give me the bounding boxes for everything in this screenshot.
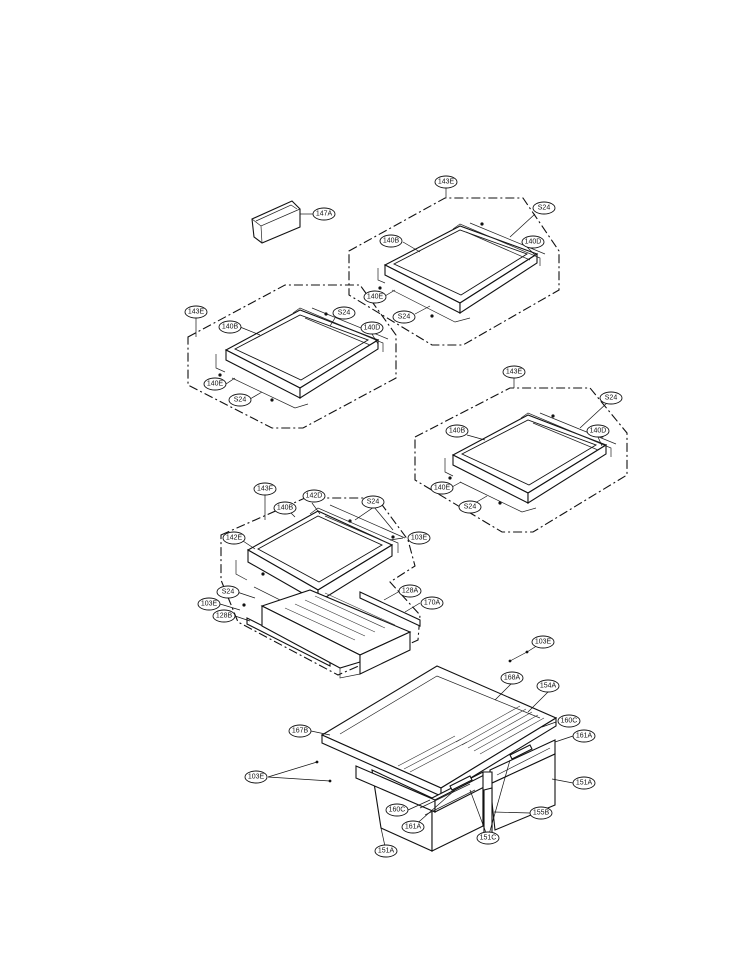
svg-text:140E: 140E: [207, 381, 224, 388]
svg-text:154A: 154A: [540, 683, 557, 690]
drawer-assembly: [267, 641, 574, 852]
svg-text:128B: 128B: [216, 613, 233, 620]
callout-S24-top-2: S24: [392, 310, 416, 324]
callout-S24-middle-2: S24: [216, 585, 240, 599]
callout-140D-left: 140D: [360, 321, 384, 335]
callout-140B-top: 140B: [379, 234, 403, 248]
svg-text:S24: S24: [398, 314, 411, 321]
callout-128A: 128A: [398, 584, 422, 598]
svg-text:S24: S24: [464, 504, 477, 511]
callout-167B: 167B: [288, 724, 312, 738]
callout-S24-top-1: S24: [532, 201, 556, 215]
svg-text:140E: 140E: [367, 294, 384, 301]
callout-140B-right: 140B: [445, 424, 469, 438]
callout-142E: 142E: [222, 531, 246, 545]
svg-text:170A: 170A: [424, 600, 441, 607]
callout-151C: 151C: [476, 831, 500, 845]
callout-143F: 143F: [253, 482, 277, 496]
svg-text:140B: 140B: [222, 324, 239, 331]
svg-text:S24: S24: [338, 310, 351, 317]
callout-160C-2: 160C: [385, 803, 409, 817]
callout-161A-2: 161A: [401, 820, 425, 834]
svg-text:140E: 140E: [434, 485, 451, 492]
shelf-group-top: [348, 188, 560, 346]
callout-142D: 142D: [302, 489, 326, 503]
svg-text:S24: S24: [367, 499, 380, 506]
svg-text:103E: 103E: [201, 601, 218, 608]
svg-text:147A: 147A: [316, 211, 333, 218]
svg-text:168A: 168A: [504, 675, 521, 682]
svg-text:140D: 140D: [590, 428, 607, 435]
svg-text:140D: 140D: [525, 239, 542, 246]
callout-S24-right-1: S24: [599, 391, 623, 405]
callout-140E-top: 140E: [363, 290, 387, 304]
svg-text:143E: 143E: [188, 309, 205, 316]
svg-text:167B: 167B: [292, 728, 309, 735]
callout-140D-top: 140D: [521, 235, 545, 249]
callout-S24-right-2: S24: [458, 500, 482, 514]
svg-text:161A: 161A: [405, 824, 422, 831]
svg-text:S24: S24: [234, 397, 247, 404]
callout-151A-2: 151A: [374, 844, 398, 858]
svg-text:103E: 103E: [248, 774, 265, 781]
svg-text:103E: 103E: [535, 639, 552, 646]
svg-text:142E: 142E: [226, 535, 243, 542]
svg-text:128A: 128A: [402, 588, 419, 595]
shelf-group-middle: [219, 495, 421, 679]
callout-S24-left-1: S24: [332, 306, 356, 320]
svg-text:S24: S24: [538, 205, 551, 212]
callout-140E-left: 140E: [203, 377, 227, 391]
callout-160C-1: 160C: [557, 714, 581, 728]
callout-140E-right: 140E: [430, 481, 454, 495]
callout-143E-right: 143E: [502, 365, 526, 379]
svg-text:161A: 161A: [576, 733, 593, 740]
shelf-group-left: [187, 284, 397, 429]
svg-text:151A: 151A: [378, 848, 395, 855]
svg-text:140B: 140B: [383, 238, 400, 245]
callout-103E-bottom-1: 103E: [531, 635, 555, 649]
callout-170A: 170A: [420, 596, 444, 610]
callout-103E-middle-2: 103E: [197, 597, 221, 611]
svg-text:143E: 143E: [438, 179, 455, 186]
svg-text:160C: 160C: [389, 807, 406, 814]
svg-text:142D: 142D: [306, 493, 323, 500]
svg-text:151A: 151A: [576, 780, 593, 787]
callout-154A: 154A: [536, 679, 560, 693]
callout-140D-right: 140D: [586, 424, 610, 438]
svg-text:140D: 140D: [364, 325, 381, 332]
svg-text:143E: 143E: [506, 369, 523, 376]
callout-147A: 147A: [312, 207, 336, 221]
svg-text:140B: 140B: [449, 428, 466, 435]
callout-S24-left-2: S24: [228, 393, 252, 407]
svg-text:S24: S24: [222, 589, 235, 596]
svg-text:151C: 151C: [480, 835, 497, 842]
bin-147A: [251, 200, 301, 244]
callout-155B: 155B: [529, 806, 553, 820]
svg-text:140B: 140B: [277, 505, 294, 512]
callout-140B-middle: 140B: [273, 501, 297, 515]
callout-103E-bottom-2: 103E: [244, 770, 268, 784]
shelf-group-right: [414, 378, 628, 533]
callout-143E-top: 143E: [434, 175, 458, 189]
callout-151A-1: 151A: [572, 776, 596, 790]
svg-text:S24: S24: [605, 395, 618, 402]
callout-168A: 168A: [500, 671, 524, 685]
callout-S24-middle-1: S24: [361, 495, 385, 509]
svg-text:103E: 103E: [411, 535, 428, 542]
callout-140B-left: 140B: [218, 320, 242, 334]
svg-text:143F: 143F: [257, 486, 273, 493]
callout-128B: 128B: [212, 609, 236, 623]
svg-text:155B: 155B: [533, 810, 550, 817]
callout-143E-left: 143E: [184, 305, 208, 319]
callout-161A-1: 161A: [572, 729, 596, 743]
svg-text:160C: 160C: [561, 718, 578, 725]
callout-103E-middle-1: 103E: [407, 531, 431, 545]
